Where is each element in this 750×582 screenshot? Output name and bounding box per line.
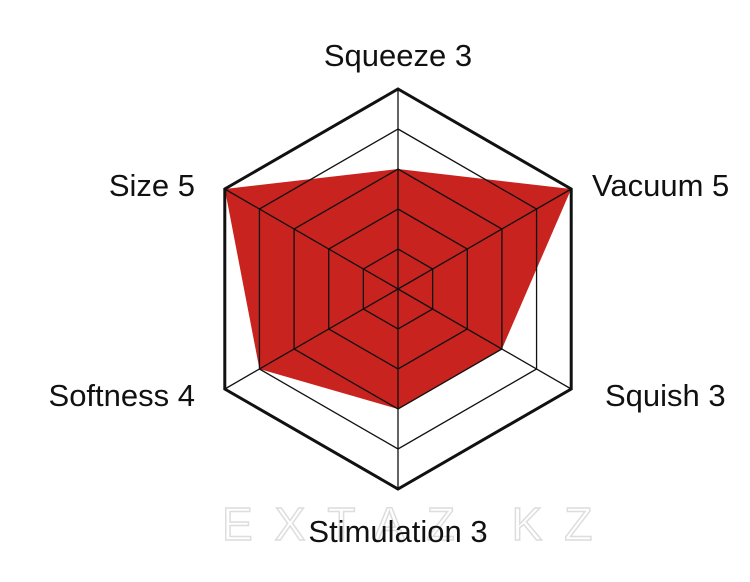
axis-labels: Squeeze 3 Vacuum 5 Squish 3 Stimulation 3 So…: [49, 38, 730, 549]
axis-label-softness: Softness 4: [49, 378, 195, 413]
axis-label-squeeze: Squeeze 3: [324, 38, 472, 73]
watermark: EXTAZ.KZ: [222, 498, 614, 550]
axis-spoke: [224, 288, 399, 390]
axis-spoke: [397, 288, 572, 390]
axis-spoke: [397, 188, 572, 290]
axis-label-squish: Squish 3: [605, 378, 726, 413]
axis-label-stimulation: Stimulation 3: [308, 514, 487, 549]
axis-label-vacuum: Vacuum 5: [592, 168, 729, 203]
axis-label-size: Size 5: [109, 168, 195, 203]
axis-spoke: [224, 188, 399, 290]
grid: [223, 87, 573, 491]
